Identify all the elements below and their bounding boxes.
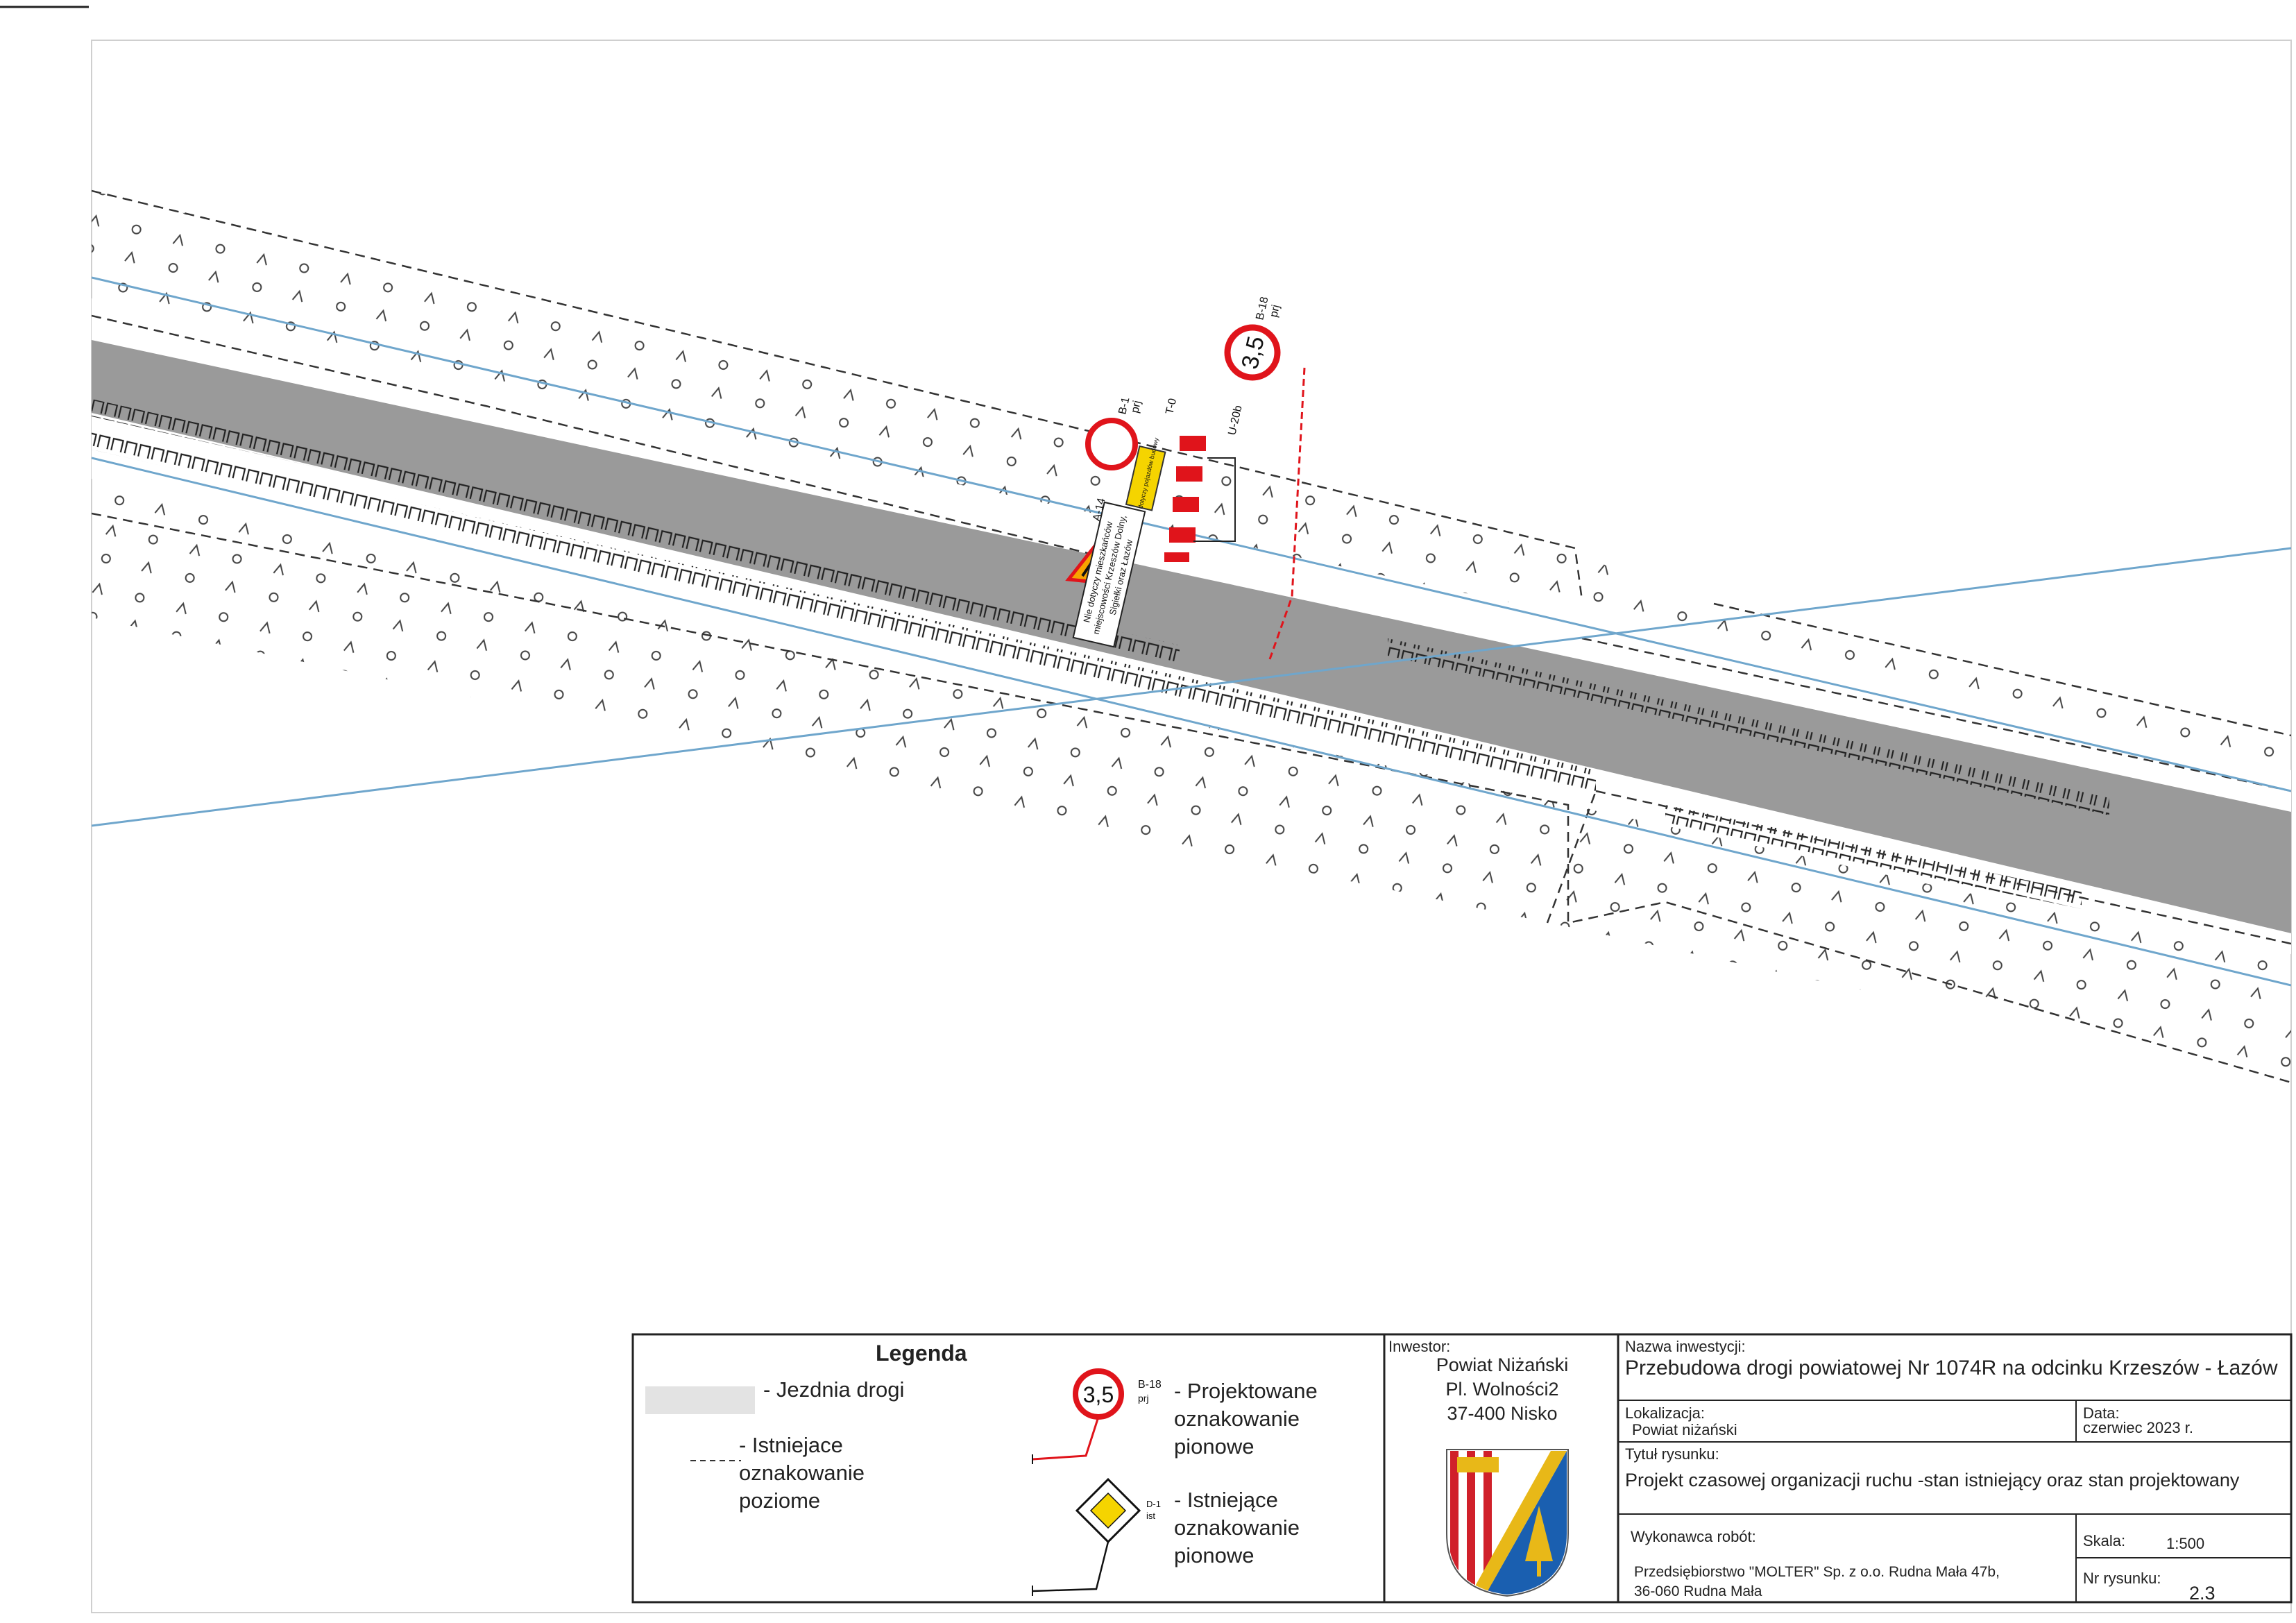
- legend-pv-line3: pionowe: [1174, 1434, 1255, 1459]
- legend-eh-line2: oznakowanie: [739, 1461, 865, 1485]
- location-label: Lokalizacja:: [1625, 1404, 1705, 1422]
- investor-street: Pl. Wolności2: [1445, 1379, 1559, 1400]
- legend-ev-line1: - Istniejące: [1174, 1488, 1278, 1512]
- contractor-label: Wykonawca robót:: [1631, 1528, 1756, 1545]
- curb-south: [92, 430, 1596, 791]
- contractor-line1: Przedsiębiorstwo "MOLTER" Sp. z o.o. Rud…: [1634, 1564, 2000, 1580]
- sign-b1[interactable]: B-1 prj: [1085, 396, 1143, 470]
- sign-t0-code: T-0: [1164, 397, 1179, 415]
- legend-existing-status: ist: [1146, 1511, 1155, 1521]
- scale-value: 1:500: [2166, 1535, 2205, 1552]
- investor-name: Powiat Niżański: [1436, 1354, 1569, 1375]
- map-area: 3,5 B-18 prj B-1 prj Nie dotyczy pojazdó…: [92, 189, 2291, 1084]
- legend-projected-value: 3,5: [1083, 1382, 1114, 1407]
- investment-name: Przebudowa drogi powiatowej Nr 1074R na …: [1625, 1357, 2278, 1379]
- legend-projected-status: prj: [1138, 1393, 1149, 1404]
- drawing-title: Projekt czasowej organizacji ruchu -stan…: [1625, 1470, 2240, 1490]
- investor-label: Inwestor:: [1388, 1338, 1451, 1355]
- investor-city: 37-400 Nisko: [1447, 1403, 1558, 1424]
- contractor-line2: 36-060 Rudna Mała: [1634, 1583, 1762, 1599]
- drawing-no-label: Nr rysunku:: [2083, 1570, 2161, 1587]
- sign-b18-status: prj: [1268, 304, 1282, 318]
- legend-ev-line2: oznakowanie: [1174, 1515, 1300, 1540]
- boundary-lines: [92, 189, 2291, 1084]
- contractor-block: Przedsiębiorstwo "MOLTER" Sp. z o.o. Rud…: [1634, 1563, 2000, 1601]
- investor-block: Powiat Niżański Pl. Wolności2 37-400 Nis…: [1391, 1353, 1613, 1426]
- drawing-no-value: 2.3: [2189, 1583, 2216, 1604]
- date-label: Data:: [2083, 1404, 2120, 1422]
- scale-label: Skala:: [2083, 1532, 2126, 1549]
- sign-b18-code: B-18: [1254, 296, 1270, 321]
- legend-existing-horizontal: - Istniejace oznakowanie poziome: [739, 1431, 865, 1515]
- legend-title: Legenda: [876, 1341, 967, 1366]
- drawing-title-label: Tytuł rysunku:: [1625, 1445, 1719, 1463]
- greenery-south: [92, 486, 2291, 1082]
- legend-eh-line3: poziome: [739, 1488, 821, 1513]
- sign-b1-status: prj: [1129, 400, 1143, 414]
- sign-b1-code: B-1: [1116, 396, 1132, 416]
- legend-road-label: - Jezdnia drogi: [763, 1377, 905, 1402]
- legend-projected-sign: 3,5 B-18 prj: [1032, 1368, 1162, 1464]
- legend-projected-code: B-18: [1138, 1379, 1162, 1391]
- investment-label: Nazwa inwestycji:: [1625, 1338, 1746, 1355]
- sign-u20b-code: U-20b: [1226, 405, 1244, 436]
- crest-icon: [1446, 1449, 1569, 1597]
- sign-t0[interactable]: Nie dotyczy pojazdów budowy: [1123, 434, 1168, 522]
- legend-eh-line1: - Istniejace: [739, 1433, 843, 1457]
- legend-projected-vertical: - Projektowane oznakowanie pionowe: [1174, 1377, 1318, 1461]
- sign-u20b[interactable]: U-20b: [1164, 405, 1245, 562]
- location-value: Powiat niżański: [1632, 1421, 1737, 1438]
- legend-existing-sign: D-1 ist: [1032, 1477, 1161, 1596]
- legend-ev-line3: pionowe: [1174, 1543, 1255, 1567]
- title-block: 3,5 B-18 prj D-1 ist: [631, 1333, 2293, 1604]
- legend-existing-vertical: - Istniejące oznakowanie pionowe: [1174, 1486, 1300, 1570]
- curb-east-n: [1388, 638, 2109, 815]
- legend-existing-code: D-1: [1146, 1499, 1161, 1509]
- legend-pv-line2: oznakowanie: [1174, 1407, 1300, 1431]
- sign-b18[interactable]: 3,5 B-18 prj: [1224, 296, 1306, 660]
- legend-road-swatch: [645, 1386, 755, 1414]
- roadway: [92, 340, 2291, 933]
- curb-north: [92, 399, 1180, 663]
- curb-east-s: [1665, 805, 2082, 909]
- greenery-north: [92, 191, 2291, 791]
- legend-pv-line1: - Projektowane: [1174, 1379, 1318, 1403]
- date-value: czerwiec 2023 r.: [2083, 1419, 2193, 1436]
